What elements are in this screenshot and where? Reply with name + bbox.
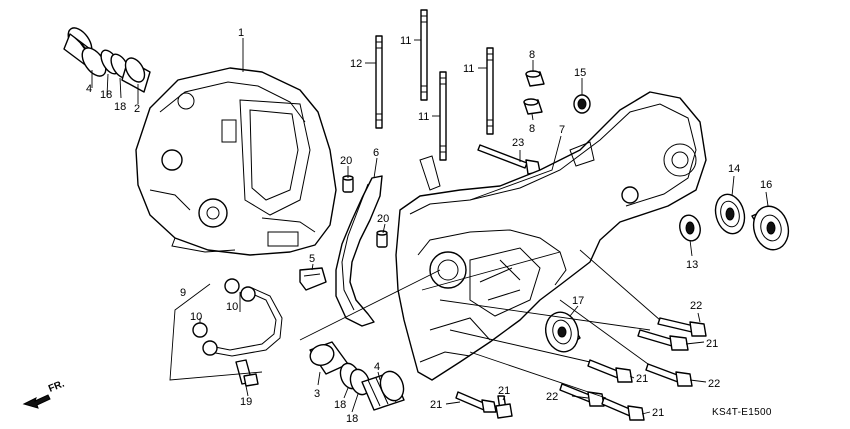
dowel-pin-20-upper	[342, 175, 354, 193]
callout-11: 11	[418, 111, 429, 123]
oil-seal-13	[679, 214, 701, 242]
stud-bolt-11-c	[486, 47, 494, 135]
bolt-21-d	[455, 391, 497, 413]
bearing-15	[573, 94, 591, 114]
bolt-21-e	[495, 395, 513, 419]
stud-bolt-12	[375, 35, 383, 129]
callout-21: 21	[636, 373, 648, 385]
callout-4: 4	[86, 83, 92, 95]
bolt-21-b	[587, 359, 633, 383]
seal-group-upper-left	[63, 27, 151, 93]
bolt-22-a	[657, 317, 707, 337]
callout-19: 19	[240, 396, 252, 408]
oil-seal-upper	[63, 27, 107, 77]
stud-bolt-11-a	[420, 9, 428, 101]
bolt-19	[235, 359, 259, 387]
stud-bolts	[375, 9, 494, 161]
bearing-14	[714, 193, 746, 235]
callout-6: 6	[373, 147, 379, 159]
callout-18: 18	[334, 399, 346, 411]
nut-8-upper	[525, 70, 545, 87]
collar-upper	[121, 57, 151, 93]
callout-9: 9	[180, 287, 186, 299]
callout-8: 8	[529, 49, 535, 61]
callout-11: 11	[463, 63, 474, 75]
callout-22: 22	[690, 300, 702, 312]
callout-11: 11	[400, 35, 411, 47]
callout-21: 21	[498, 385, 510, 397]
oil-seal-lower	[361, 370, 405, 411]
bolt-22-b	[645, 363, 693, 387]
callout-10: 10	[190, 311, 202, 323]
callout-12: 12	[350, 58, 362, 70]
bracket-frame-9	[169, 283, 263, 381]
callout-21: 21	[430, 399, 442, 411]
callout-18: 18	[346, 413, 358, 425]
bearing-17	[545, 311, 581, 353]
callout-15: 15	[574, 67, 586, 79]
callout-18: 18	[114, 101, 126, 113]
bolt-21-c	[601, 397, 645, 421]
callout-21: 21	[652, 407, 664, 419]
right-crankcase	[395, 91, 707, 381]
callout-17: 17	[572, 295, 584, 307]
callout-20: 20	[377, 213, 389, 225]
nut-8-lower	[523, 98, 543, 115]
callout-1: 1	[238, 27, 244, 39]
oil-pipe-9	[192, 278, 283, 357]
callout-10: 10	[226, 301, 238, 313]
callout-22: 22	[546, 391, 558, 403]
front-arrow-icon	[22, 394, 51, 409]
bolt-23	[477, 144, 541, 175]
bearing-16	[751, 205, 790, 251]
bolt-21-a	[637, 329, 689, 351]
callout-labels: 1 2 4 18 18 12 11 11 11 8 8 15 7 23 20 2…	[86, 27, 772, 425]
callout-22: 22	[708, 378, 720, 390]
clamp-5	[299, 267, 327, 291]
callout-16: 16	[760, 179, 772, 191]
stud-bolt-11-b	[439, 71, 447, 161]
flange-bolts	[455, 317, 707, 421]
dowel-pin-20-lower	[376, 230, 388, 248]
callout-18: 18	[100, 89, 112, 101]
callout-4: 4	[374, 361, 380, 373]
callout-21: 21	[706, 338, 718, 350]
callout-2: 2	[134, 103, 140, 115]
callout-7: 7	[559, 124, 565, 136]
callout-13: 13	[686, 259, 698, 271]
left-crankcase-cover	[135, 67, 337, 256]
callout-14: 14	[728, 163, 740, 175]
callout-3: 3	[314, 388, 320, 400]
callout-20: 20	[340, 155, 352, 167]
front-label: FR.	[47, 378, 66, 394]
callout-5: 5	[309, 253, 315, 265]
leader-lines	[91, 38, 769, 415]
collar-3	[309, 341, 349, 375]
callout-8: 8	[529, 123, 535, 135]
diagram-code: KS4T-E1500	[712, 407, 772, 418]
front-direction-indicator: FR.	[22, 378, 66, 409]
callout-23: 23	[512, 137, 524, 149]
gasket-6	[335, 175, 383, 327]
